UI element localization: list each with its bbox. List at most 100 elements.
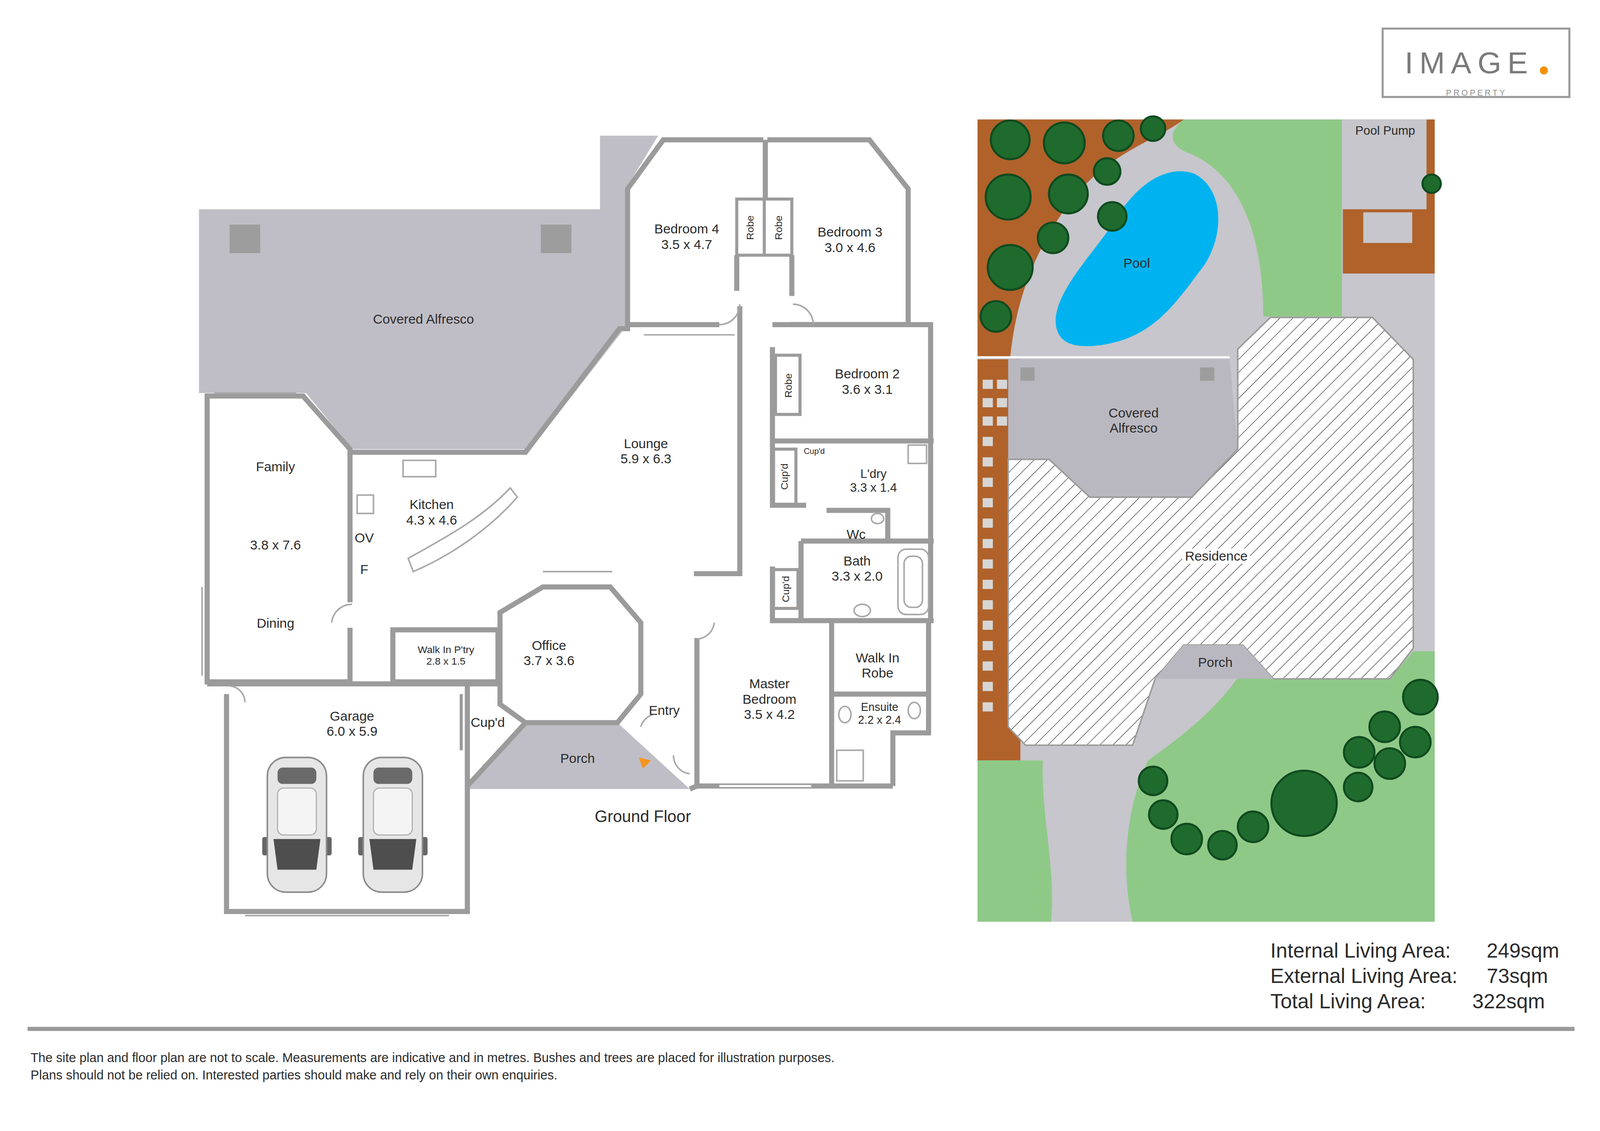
site-plan	[982, 579, 993, 590]
logo-frame	[1382, 28, 1570, 97]
site-plan	[982, 497, 993, 508]
site-plan	[982, 397, 993, 408]
fixtures	[719, 785, 812, 788]
fixtures	[673, 755, 690, 774]
car	[277, 767, 317, 785]
room-dimension: 3.6 x 3.1	[842, 381, 893, 397]
fixtures	[854, 604, 871, 617]
room-name: Kitchen	[409, 497, 454, 513]
porch-area	[638, 757, 652, 769]
robe-label: Robe	[738, 202, 762, 254]
site-label: Pool	[1115, 252, 1159, 275]
walls	[736, 255, 792, 297]
tree	[1043, 122, 1085, 164]
walls	[465, 683, 470, 786]
tree	[1237, 811, 1269, 843]
site-plan	[1020, 367, 1035, 381]
walls	[767, 140, 909, 325]
tree	[1138, 766, 1168, 795]
room-dimension: 6.0 x 5.9	[326, 723, 378, 739]
floor-title: Ground Floor	[594, 807, 691, 827]
room-label: Kitchen4.3 x 4.6	[385, 489, 478, 535]
site-plan	[982, 416, 993, 426]
site-plan	[982, 477, 993, 488]
tree	[1422, 174, 1441, 193]
tree	[1037, 222, 1069, 254]
room-name: Bedroom 3	[817, 224, 883, 240]
car	[363, 757, 423, 893]
site-plan	[982, 457, 993, 467]
fixtures	[408, 488, 518, 572]
site-plan	[996, 397, 1007, 408]
walls	[689, 785, 698, 790]
walls	[772, 438, 935, 444]
room-dimension: 3.5 x 4.2	[744, 706, 795, 722]
disclaimer-note: The site plan and floor plan are not to …	[30, 1050, 835, 1065]
room-dimension: 3.0 x 4.6	[824, 240, 876, 256]
fixtures	[542, 570, 613, 573]
divider-rule	[27, 1028, 1575, 1030]
site-plan	[982, 681, 993, 692]
site-plan	[996, 416, 1007, 426]
appliance-label: OV	[354, 530, 374, 546]
room-label: Family3.8 x 7.6Dining	[216, 459, 335, 631]
fixtures	[908, 702, 921, 719]
walls	[627, 321, 720, 327]
room-name: Bedroom 4	[654, 221, 720, 237]
tree	[1102, 120, 1134, 152]
room-label: Wc	[838, 524, 874, 545]
tree	[1374, 748, 1406, 779]
site-plan	[982, 437, 993, 447]
room-label: Master Bedroom3.5 x 4.2	[725, 669, 814, 729]
room-dimension: 2.2 x 2.4	[858, 713, 902, 727]
walls	[392, 629, 498, 682]
tree	[1403, 679, 1438, 715]
tree	[987, 244, 1033, 290]
room-name: Garage	[329, 708, 375, 724]
alfresco-area	[229, 224, 261, 253]
fixtures	[229, 685, 245, 703]
room-dimension: 3.8 x 7.6	[250, 537, 301, 553]
walls	[500, 586, 642, 723]
cupboard-label: Cup'd	[775, 450, 794, 504]
area-value: 322sqm	[1472, 989, 1545, 1014]
car	[267, 757, 327, 893]
fixtures	[643, 333, 735, 336]
room-name: Office	[531, 637, 566, 654]
cupboard-label: Cup'd	[802, 444, 827, 459]
tree	[1343, 772, 1373, 802]
site-plan	[977, 119, 1435, 923]
room-dimension: Dining	[256, 615, 295, 631]
porch-area	[467, 722, 690, 790]
robe-label: Robe	[767, 202, 790, 254]
alfresco-area	[199, 135, 659, 450]
walls	[207, 140, 934, 912]
fixtures	[201, 586, 203, 676]
divider-rule	[27, 1026, 1575, 1031]
site-plan	[1363, 212, 1412, 244]
tree	[1369, 711, 1400, 742]
room-name: Robe	[744, 215, 756, 241]
room-dimension: 5.9 x 6.3	[620, 451, 672, 467]
room-label: L'dry3.3 x 1.4	[828, 463, 919, 498]
room-name: Walk In Robe	[843, 650, 911, 682]
room-name: Wc	[846, 526, 866, 542]
walls	[226, 693, 526, 912]
fixtures	[871, 513, 884, 524]
site-plan	[1126, 651, 1435, 922]
tree	[1171, 823, 1203, 855]
room-name: Porch	[1198, 654, 1233, 670]
room-label: Garage6.0 x 5.9	[293, 704, 411, 743]
walls	[207, 396, 350, 682]
site-plan	[982, 641, 993, 651]
room-name: Cup'd	[778, 463, 791, 490]
fixtures	[459, 693, 463, 750]
fixtures	[719, 304, 740, 325]
car	[373, 788, 413, 836]
fixtures	[838, 706, 852, 723]
room-name: Cup'd	[470, 714, 506, 730]
room-label: Entry	[640, 699, 688, 722]
car	[369, 838, 417, 870]
room-name: Bedroom 2	[834, 366, 900, 382]
